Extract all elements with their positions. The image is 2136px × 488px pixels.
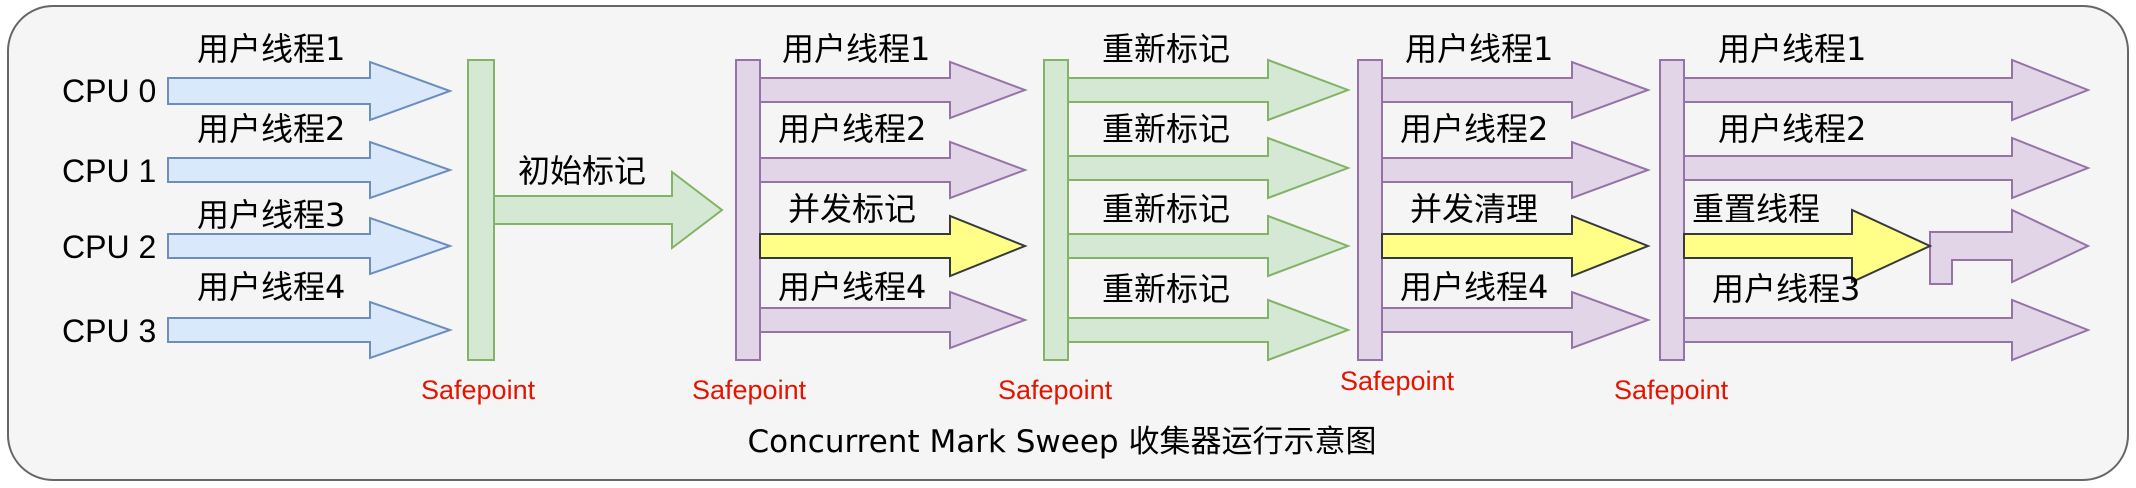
phase0-label-3: 用户线程4 xyxy=(197,268,345,306)
phase2-label-0: 用户线程1 xyxy=(782,30,930,68)
phase5-label-1: 用户线程2 xyxy=(1718,110,1866,148)
safepoint-label-3: Safepoint xyxy=(998,375,1113,405)
phase3-label-0: 重新标记 xyxy=(1102,30,1230,68)
safepoint-bar-1 xyxy=(467,59,495,361)
phase0-label-1: 用户线程2 xyxy=(197,110,345,148)
cpu-label-2: CPU 2 xyxy=(62,229,156,265)
phase5-label-0: 用户线程1 xyxy=(1718,30,1866,68)
safepoint-label-2: Safepoint xyxy=(692,375,807,405)
user-thread-arrow xyxy=(167,140,454,200)
user-thread-arrow xyxy=(759,290,1028,350)
safepoint-label-4: Safepoint xyxy=(1340,366,1455,396)
remark-arrow xyxy=(1067,298,1351,362)
remark-arrow xyxy=(1067,136,1351,200)
safepoint-bar-2 xyxy=(735,59,761,361)
phase3-label-1: 重新标记 xyxy=(1102,110,1230,148)
phase5-label-2: 重置线程 xyxy=(1692,190,1820,228)
phase4-label-3: 用户线程4 xyxy=(1400,268,1548,306)
cpu-label-0: CPU 0 xyxy=(62,73,156,109)
phase0-label-2: 用户线程3 xyxy=(197,196,345,234)
phase3-label-3: 重新标记 xyxy=(1102,270,1230,308)
initial-mark-label: 初始标记 xyxy=(518,152,646,190)
phase4-arrows xyxy=(1381,60,1651,350)
user-thread-arrow xyxy=(1683,136,2091,200)
safepoint-label-5: Safepoint xyxy=(1614,375,1729,405)
user-thread-arrow xyxy=(759,60,1028,120)
initial-mark-block xyxy=(467,59,724,361)
phase3-arrows xyxy=(1067,58,1351,362)
user-thread-arrow xyxy=(167,60,453,122)
phase4-label-2: 并发清理 xyxy=(1410,190,1538,228)
phase3-label-2: 重新标记 xyxy=(1102,190,1230,228)
diagram-caption: Concurrent Mark Sweep 收集器运行示意图 xyxy=(748,424,1377,460)
phase5-arrows xyxy=(1683,58,2091,362)
safepoint-bar-5 xyxy=(1659,59,1685,361)
user-thread-arrow xyxy=(167,300,454,360)
user-thread-arrow xyxy=(1381,290,1651,350)
safepoint-label-1: Safepoint xyxy=(421,375,536,405)
phase0-label-0: 用户线程1 xyxy=(197,30,345,68)
reset-thread-arrow xyxy=(1683,208,1933,284)
user-thread-arrow xyxy=(759,140,1028,200)
user-thread-arrow xyxy=(1683,298,2091,362)
user-thread-arrow xyxy=(167,216,454,276)
user-thread-arrow xyxy=(1929,208,2091,285)
phase2-label-1: 用户线程2 xyxy=(778,110,926,148)
phase4-label-1: 用户线程2 xyxy=(1400,110,1548,148)
initial-mark-arrow xyxy=(493,169,724,251)
phase5-label-3: 用户线程3 xyxy=(1712,270,1860,308)
phase4-label-0: 用户线程1 xyxy=(1405,30,1553,68)
user-thread-arrow xyxy=(1381,140,1651,200)
remark-arrow xyxy=(1067,214,1351,278)
user-thread-arrow xyxy=(1683,58,2091,122)
concurrent-sweep-arrow xyxy=(1381,214,1651,278)
phase2-label-3: 用户线程4 xyxy=(778,268,926,306)
user-thread-arrow xyxy=(1381,60,1651,120)
cpu-label-3: CPU 3 xyxy=(62,313,156,349)
phase2-label-2: 并发标记 xyxy=(788,190,916,228)
concurrent-mark-arrow xyxy=(759,214,1028,278)
safepoint-bar-3 xyxy=(1043,59,1069,361)
safepoint-bar-4 xyxy=(1357,59,1383,361)
phase0-arrows xyxy=(167,60,454,360)
phase2-arrows xyxy=(759,60,1028,350)
remark-arrow xyxy=(1067,58,1351,122)
cpu-label-1: CPU 1 xyxy=(62,153,156,189)
